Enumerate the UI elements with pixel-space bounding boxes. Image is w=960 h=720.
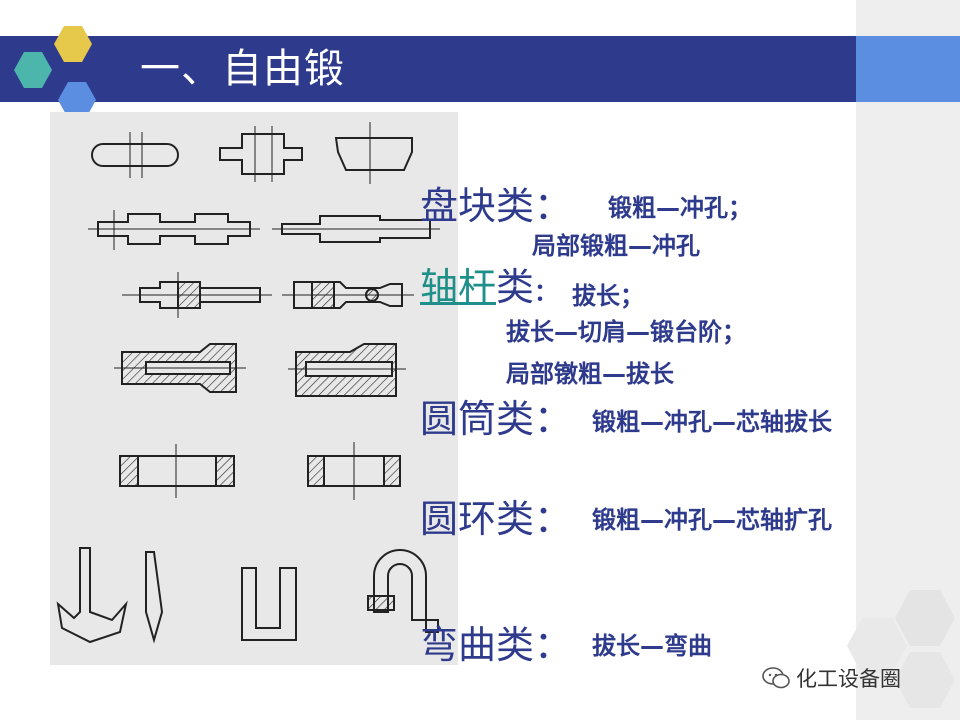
shaft-rod-process-1: 拔长； bbox=[572, 282, 644, 310]
ring-process: 锻粗—冲孔—芯轴扩孔 bbox=[592, 506, 832, 534]
shaft-rod-link[interactable]: 轴杆 bbox=[420, 265, 497, 309]
forging-parts-illustration bbox=[56, 122, 440, 644]
decorative-hexagons bbox=[847, 590, 955, 708]
watermark-text: 化工设备圈 bbox=[796, 667, 901, 691]
category-cylinder: 圆筒类： bbox=[420, 397, 573, 441]
hexagon-logo-icon bbox=[14, 26, 96, 118]
wechat-icon bbox=[762, 667, 790, 689]
category-shaft-rod: 轴杆类： bbox=[420, 265, 559, 309]
category-bending: 弯曲类： bbox=[420, 623, 573, 667]
bending-process: 拔长—弯曲 bbox=[592, 632, 712, 660]
title-accent-block bbox=[856, 36, 960, 102]
disc-block-process-2: 局部锻粗—冲孔 bbox=[532, 232, 700, 260]
page-title: 一、自由锻 bbox=[140, 46, 345, 92]
category-disc-block: 盘块类： bbox=[420, 184, 573, 228]
forging-drawings-panel bbox=[50, 112, 458, 665]
shaft-rod-process-3: 局部镦粗—拔长 bbox=[506, 360, 674, 388]
cylinder-process: 锻粗—冲孔—芯轴拔长 bbox=[592, 408, 832, 436]
watermark: 化工设备圈 bbox=[762, 663, 901, 693]
disc-block-process-1: 锻粗—冲孔； bbox=[608, 194, 752, 222]
shaft-rod-process-2: 拔长—切肩—锻台阶； bbox=[506, 318, 746, 346]
category-ring: 圆环类： bbox=[420, 497, 573, 541]
title-bar bbox=[0, 36, 856, 102]
